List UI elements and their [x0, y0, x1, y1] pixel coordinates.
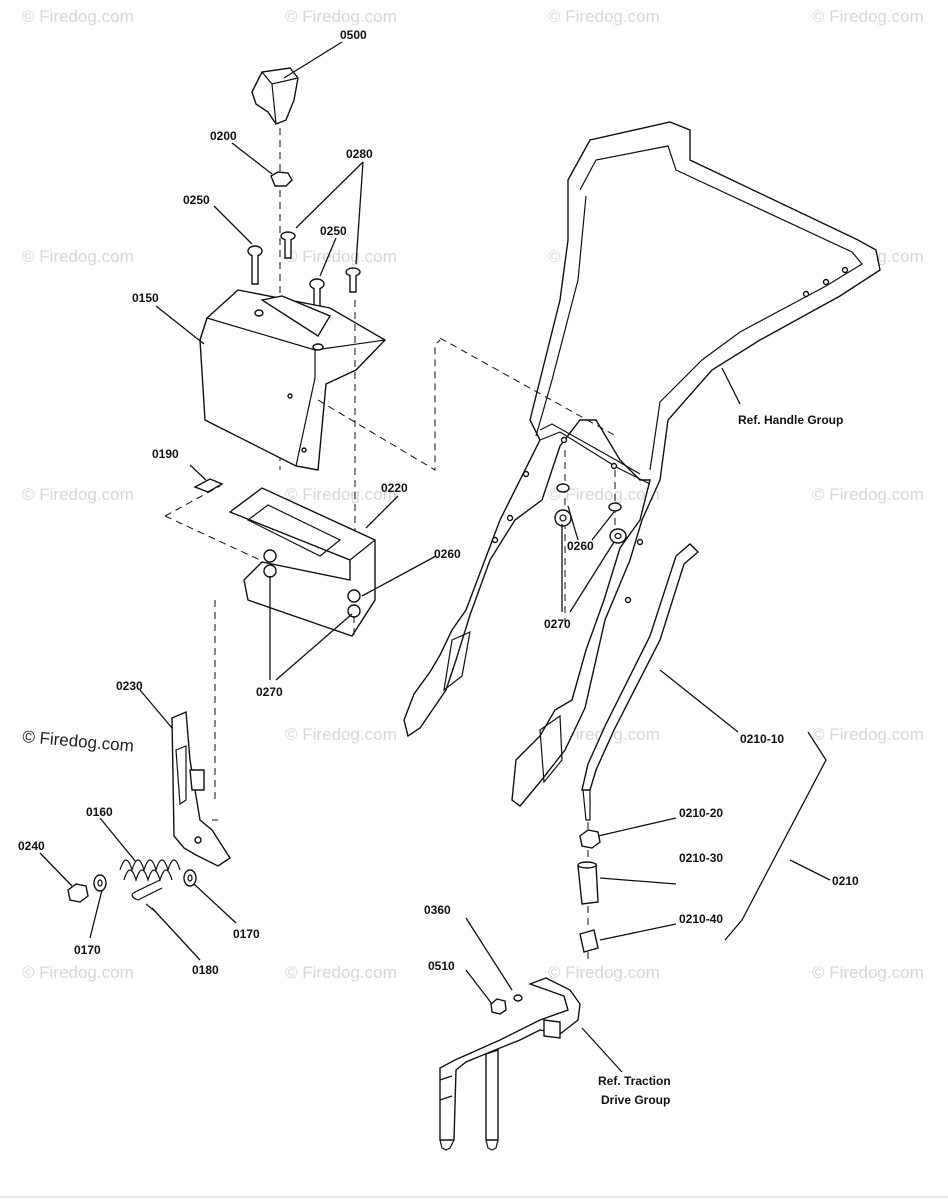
label-0270: 0270: [544, 617, 571, 631]
watermark: © Firedog.com: [812, 7, 924, 26]
watermark: © Firedog.com: [22, 727, 135, 756]
watermark: © Firedog.com: [285, 485, 397, 504]
label-0280: 0280: [346, 147, 373, 161]
watermark: © Firedog.com: [285, 963, 397, 982]
label-0500: 0500: [340, 28, 367, 42]
washer: [513, 994, 523, 1002]
rod-coupler: [577, 861, 599, 905]
label-0360: 0360: [424, 903, 451, 917]
lock-nut: [490, 998, 507, 1015]
part-labels: 0500 0200 0280 0250 0250 0150 0190 0220 …: [18, 28, 859, 1107]
ferrule: [579, 929, 599, 953]
hair-pin: [131, 879, 163, 913]
label-0210: 0210: [832, 874, 859, 888]
label-0230: 0230: [116, 679, 143, 693]
label-0150: 0150: [132, 291, 159, 305]
watermark: © Firedog.com: [22, 485, 134, 504]
watermark: © Firedog.com: [812, 725, 924, 744]
label-0210-10: 0210-10: [740, 732, 784, 746]
watermark: © Firedog.com: [22, 7, 134, 26]
label-0210-20: 0210-20: [679, 806, 723, 820]
label-handle-group: Ref. Handle Group: [738, 413, 843, 427]
watermark: © Firedog.com: [548, 485, 660, 504]
watermark: © Firedog.com: [812, 485, 924, 504]
label-0510: 0510: [428, 959, 455, 973]
leader-lines: [39, 41, 831, 1073]
handle: [403, 121, 881, 807]
watermarks: © Firedog.com © Firedog.com © Firedog.co…: [22, 7, 924, 982]
screw: [280, 231, 296, 259]
watermark: © Firedog.com: [285, 247, 397, 266]
screw: [345, 267, 361, 293]
label-0170: 0170: [233, 927, 260, 941]
shift-rod: [581, 543, 700, 821]
label-0210-40: 0210-40: [679, 912, 723, 926]
label-0250: 0250: [320, 224, 347, 238]
washer: [183, 869, 197, 887]
shift-bracket: [199, 289, 441, 600]
label-0250: 0250: [183, 193, 210, 207]
carriage-bolt: [247, 245, 263, 285]
hex-nut: [270, 171, 293, 187]
watermark: © Firedog.com: [548, 7, 660, 26]
watermark: © Firedog.com: [548, 963, 660, 982]
watermark: © Firedog.com: [22, 963, 134, 982]
label-0200: 0200: [210, 129, 237, 143]
label-traction-line2: Drive Group: [601, 1093, 670, 1107]
label-0260: 0260: [434, 547, 461, 561]
label-0160: 0160: [86, 805, 113, 819]
watermark: © Firedog.com: [285, 725, 397, 744]
label-0220: 0220: [381, 481, 408, 495]
label-0170: 0170: [74, 943, 101, 957]
label-0270: 0270: [256, 685, 283, 699]
label-0210-30: 0210-30: [679, 851, 723, 865]
watermark: © Firedog.com: [285, 7, 397, 26]
label-0180: 0180: [192, 963, 219, 977]
label-0240: 0240: [18, 839, 45, 853]
label-0190: 0190: [152, 447, 179, 461]
shift-plate: [214, 487, 376, 800]
lock-nut: [67, 883, 89, 903]
bolt: [193, 478, 224, 493]
shift-lever: [171, 710, 231, 867]
traction-linkage: [439, 977, 581, 1151]
hex-nut: [579, 829, 601, 849]
watermark: © Firedog.com: [812, 963, 924, 982]
washer: [93, 874, 107, 892]
label-0260: 0260: [567, 539, 594, 553]
label-traction-line1: Ref. Traction: [598, 1074, 671, 1088]
shift-knob: [251, 67, 299, 125]
spring: [119, 859, 181, 883]
watermark: © Firedog.com: [22, 247, 134, 266]
